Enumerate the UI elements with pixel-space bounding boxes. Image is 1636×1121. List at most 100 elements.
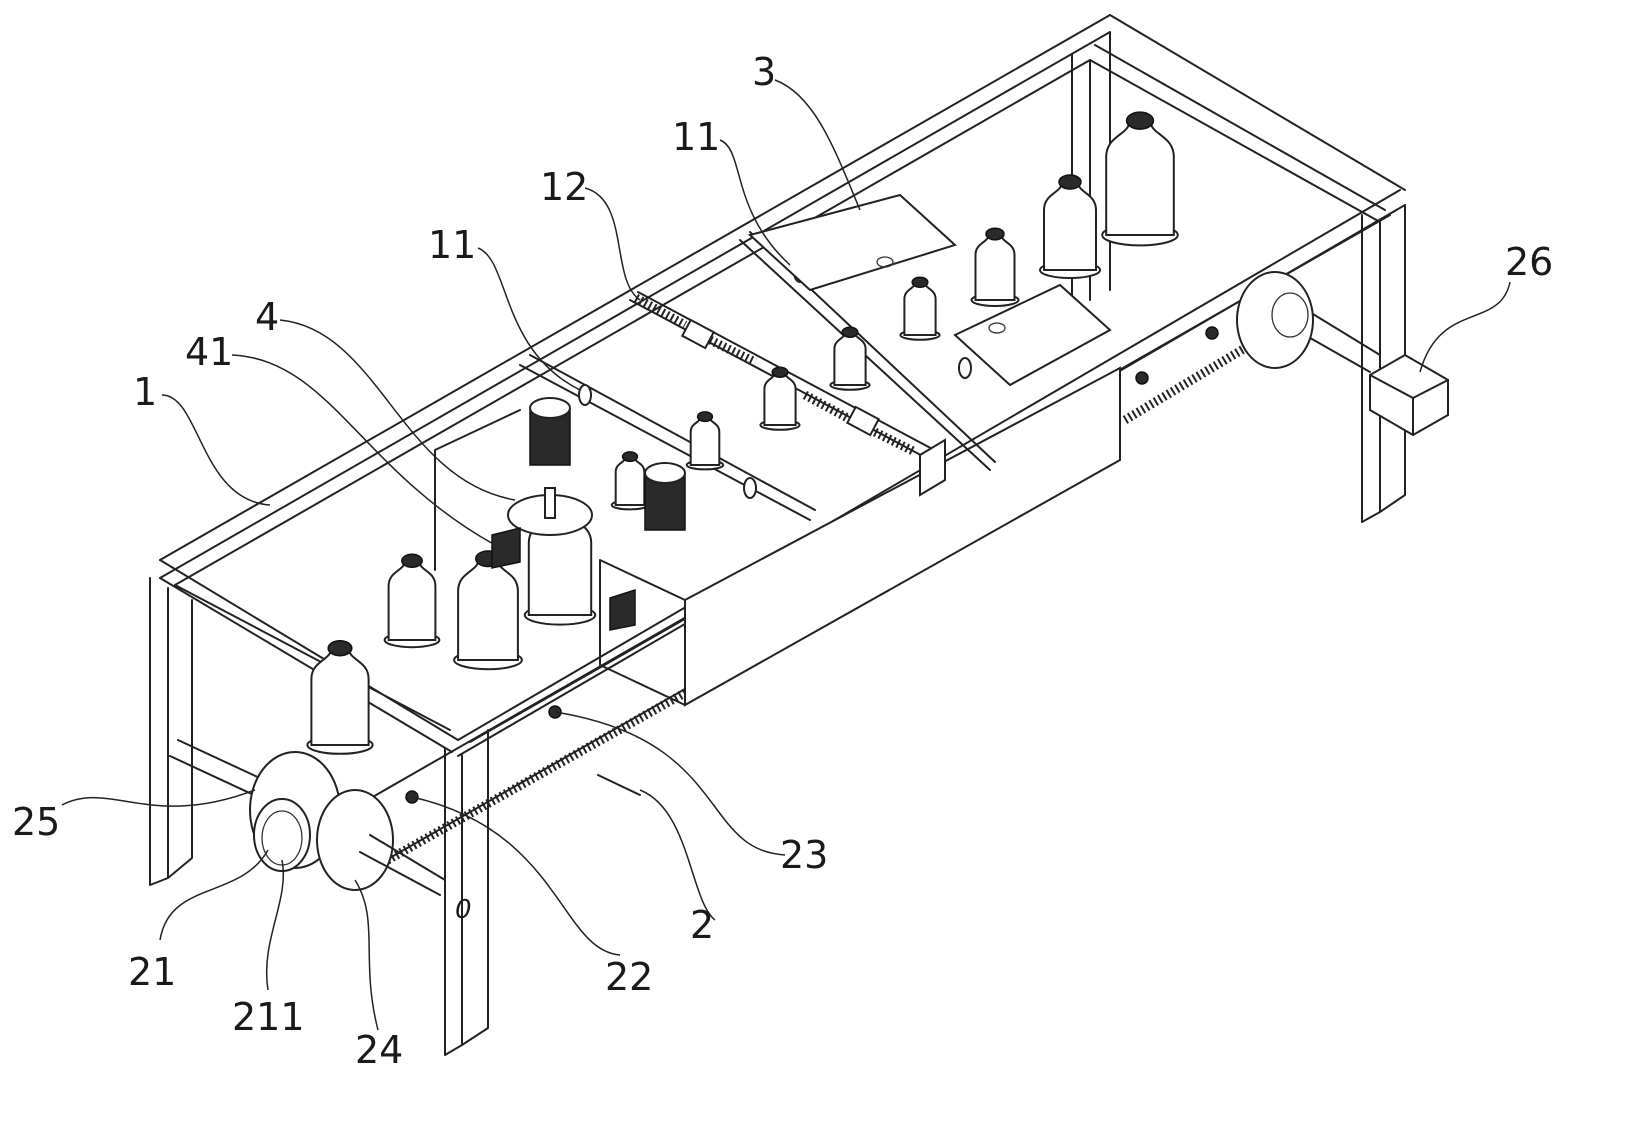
bottle-body bbox=[763, 371, 797, 426]
bottle-body bbox=[614, 455, 646, 506]
bottle bbox=[759, 366, 801, 431]
bottle-body bbox=[974, 233, 1016, 301]
frame-top-rail-front bbox=[159, 14, 1111, 586]
label-11a: 11 bbox=[428, 223, 476, 267]
bottle bbox=[1101, 111, 1179, 247]
bottle-cap bbox=[401, 553, 423, 569]
collar bbox=[958, 357, 972, 379]
bottle bbox=[383, 553, 441, 649]
leader-21 bbox=[159, 849, 269, 941]
motor-right bbox=[644, 474, 686, 531]
bottle-cap bbox=[327, 639, 353, 657]
leader-25 bbox=[61, 789, 256, 807]
frame-leg-front-right bbox=[444, 729, 489, 1056]
label-2: 2 bbox=[690, 903, 714, 947]
label-11b: 11 bbox=[672, 115, 720, 159]
leader-3 bbox=[774, 79, 861, 211]
bottle-cap bbox=[911, 276, 929, 288]
label-23: 23 bbox=[780, 833, 828, 877]
bottle bbox=[306, 639, 374, 755]
collar bbox=[578, 384, 592, 406]
frame-leg-front-left bbox=[149, 577, 193, 886]
leader-26 bbox=[1419, 281, 1511, 373]
sensor-right bbox=[1135, 371, 1149, 385]
sensor-right-upper bbox=[1205, 326, 1219, 340]
conveyor-belt-chain bbox=[367, 341, 1253, 874]
frame-short-rail-right bbox=[1089, 14, 1406, 223]
roller-24 bbox=[316, 789, 394, 891]
bottle-body bbox=[457, 557, 519, 661]
plate-hole bbox=[876, 256, 894, 268]
lead-screw-12c bbox=[802, 391, 858, 426]
bottle bbox=[1039, 174, 1101, 279]
leaders bbox=[61, 79, 1511, 1031]
leg-mark: 0 bbox=[455, 895, 472, 925]
pulley-21 bbox=[253, 798, 311, 872]
leader-11b bbox=[719, 139, 791, 266]
motor-right-cap bbox=[644, 462, 686, 484]
bottle-body bbox=[387, 559, 437, 641]
label-26: 26 bbox=[1505, 240, 1553, 284]
leader-2 bbox=[639, 789, 716, 921]
label-4: 4 bbox=[255, 295, 279, 339]
leader-4 bbox=[279, 319, 516, 501]
plate-right bbox=[953, 283, 1112, 387]
label-pad-41b bbox=[609, 588, 636, 631]
lower-housing bbox=[434, 366, 1121, 707]
bottle-body bbox=[1043, 181, 1097, 271]
roller-shaft bbox=[359, 834, 446, 896]
collar bbox=[743, 477, 757, 499]
bottle bbox=[829, 326, 871, 391]
roller-spindle bbox=[544, 487, 556, 519]
screw-nut-left bbox=[680, 318, 716, 350]
labeling-head-4 bbox=[491, 397, 686, 631]
label-12: 12 bbox=[540, 165, 588, 209]
bottle-body bbox=[310, 647, 370, 746]
crossbar-11-left bbox=[519, 354, 816, 521]
bottle bbox=[685, 411, 725, 471]
label-22: 22 bbox=[605, 955, 653, 999]
motor-box-edge bbox=[1369, 374, 1449, 436]
lead-screw-12a bbox=[633, 294, 688, 329]
frame-short-rail-left bbox=[159, 559, 459, 753]
motor-left bbox=[529, 409, 571, 466]
frame: 0 bbox=[149, 14, 1406, 1056]
bottle-body bbox=[833, 331, 867, 386]
screw-nut-right bbox=[845, 405, 881, 437]
label-25: 25 bbox=[12, 800, 60, 844]
pulley-bore-211 bbox=[261, 810, 303, 866]
housing-side-panel bbox=[434, 409, 686, 706]
label-24: 24 bbox=[355, 1028, 403, 1072]
label-21: 21 bbox=[128, 950, 176, 994]
top-plates bbox=[747, 193, 1112, 387]
bottle-cap bbox=[985, 227, 1005, 241]
label-1: 1 bbox=[133, 370, 157, 414]
screw-assembly bbox=[519, 231, 996, 521]
end-bracket bbox=[919, 438, 946, 497]
plate-hole bbox=[988, 322, 1006, 334]
leader-24 bbox=[354, 879, 379, 1031]
roller-right-hub bbox=[1271, 292, 1309, 338]
bottle-cap bbox=[696, 411, 714, 423]
label-211: 211 bbox=[232, 995, 305, 1039]
bottle bbox=[610, 451, 650, 511]
label-pad-41 bbox=[491, 527, 521, 569]
leader-22 bbox=[411, 796, 621, 956]
bottle bbox=[970, 227, 1020, 307]
bottles bbox=[306, 111, 1179, 755]
leader-211 bbox=[265, 859, 285, 991]
leader-11a bbox=[477, 247, 581, 391]
bottle-body bbox=[1105, 119, 1175, 236]
bottle bbox=[453, 550, 523, 671]
leader-12 bbox=[584, 187, 641, 301]
motor-left-cap bbox=[529, 397, 571, 419]
bottle-body bbox=[689, 415, 721, 466]
lead-screw-12b bbox=[708, 335, 757, 367]
roller-right bbox=[1236, 271, 1314, 369]
bottle-cap bbox=[841, 326, 859, 338]
leader-1 bbox=[161, 394, 271, 506]
bottle-cap bbox=[771, 366, 789, 378]
bottle-body bbox=[903, 281, 937, 336]
arrow-2 bbox=[597, 774, 641, 796]
